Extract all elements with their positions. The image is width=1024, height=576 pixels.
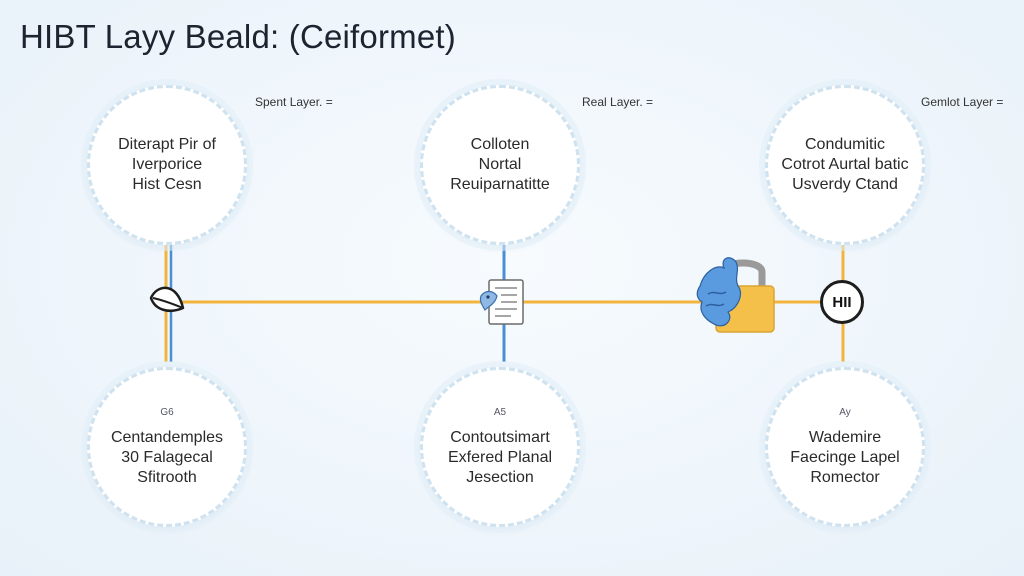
node-text-line: Contoutsimart: [450, 428, 550, 446]
padlock-icon: [696, 257, 775, 333]
top-node-3[interactable]: Condumitic Cotrot Aurtal batic Usverdy C…: [765, 85, 925, 245]
node-text-line: Nortal: [478, 156, 522, 173]
hub-badge-label: HII: [832, 293, 852, 311]
node-small-label: G6: [160, 406, 174, 418]
node-text-line: 30 Falagecal: [121, 448, 213, 466]
node-text-line: Faecinge Lapel: [790, 448, 900, 466]
node-small-label: A5: [493, 406, 507, 418]
node-text-line: Iverporice: [131, 156, 203, 173]
node-text-line: Usverdy Ctand: [792, 176, 898, 193]
layer-label-spent: Spent Layer. =: [255, 95, 333, 109]
bottom-node-3[interactable]: Ay Wademire Faecinge Lapel Romector: [765, 367, 925, 527]
node-text-line: Reuiparnatitte: [450, 176, 550, 193]
page-title: HIBT Layy Beald: (Ceiformet): [20, 18, 456, 55]
document-icon: [479, 279, 524, 325]
top-node-1[interactable]: Diterapt Pir of Iverporice Hist Cesn: [87, 85, 247, 245]
node-text-line: Colloten: [470, 136, 530, 153]
layer-label-real: Real Layer. =: [582, 95, 654, 109]
bottom-node-2[interactable]: A5 Contoutsimart Exfered Planal Jesectio…: [420, 367, 580, 527]
node-text-line: Centandemples: [110, 428, 224, 446]
leaf-icon: [149, 286, 185, 312]
node-text-line: Condumitic: [804, 136, 886, 153]
node-text-line: Cotrot Aurtal batic: [781, 156, 909, 173]
hub-badge-icon[interactable]: HII: [820, 280, 864, 324]
layer-label-gemlot: Gemlot Layer =: [921, 95, 1004, 109]
node-text-line: Romector: [810, 468, 880, 486]
node-text-line: Hist Cesn: [132, 176, 202, 193]
node-text-line: Diterapt Pir of: [118, 136, 216, 153]
node-small-label: Ay: [839, 406, 851, 418]
bottom-node-1[interactable]: G6 Centandemples 30 Falagecal Sfitrooth: [87, 367, 247, 527]
top-node-2[interactable]: Colloten Nortal Reuiparnatitte: [420, 85, 580, 245]
node-text-line: Jesection: [466, 468, 534, 486]
node-text-line: Exfered Planal: [447, 448, 553, 466]
node-text-line: Sfitrooth: [137, 468, 197, 486]
node-text-line: Wademire: [808, 428, 882, 446]
